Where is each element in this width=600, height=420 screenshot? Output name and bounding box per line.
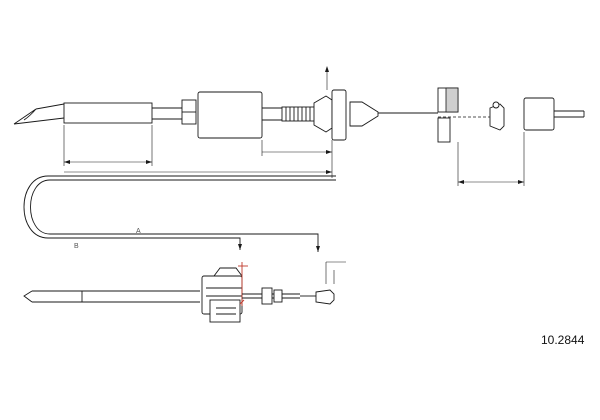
housing-body [197, 91, 263, 139]
fork-end [315, 289, 335, 305]
cable-assembly-bottom [23, 261, 346, 323]
nut-2 [489, 103, 505, 131]
length-path: A B [23, 175, 336, 252]
cable-sleeve [63, 102, 153, 124]
inner-length-curve [30, 179, 336, 252]
cone-ferrule [349, 101, 379, 127]
part-number: 10.2844 [541, 333, 585, 347]
rod-nut [261, 287, 273, 305]
dimensions-top [63, 125, 525, 186]
dimension-label-b: B [74, 243, 79, 250]
adjuster-nut [313, 95, 333, 133]
threaded-rod [281, 106, 317, 122]
flange-washer [331, 89, 347, 141]
cable-break-left [13, 103, 65, 125]
cable-assembly-top [13, 66, 585, 143]
end-cylinder [523, 97, 555, 131]
outer-length-curve [23, 175, 336, 250]
mount-bracket [201, 267, 243, 323]
dimension-label-a: A [136, 228, 141, 235]
